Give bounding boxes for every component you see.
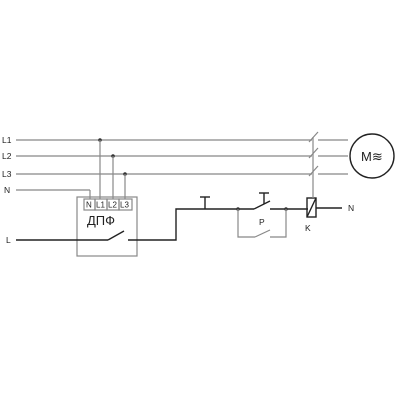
label-l1: L1 xyxy=(2,135,12,145)
motor-circle xyxy=(349,133,395,179)
terminal-box-l3 xyxy=(118,198,133,211)
aux-contact xyxy=(254,229,271,238)
motor: M≋ xyxy=(349,133,395,179)
phase-lines xyxy=(16,139,348,191)
relay-taps xyxy=(89,138,127,199)
terminal-n: N xyxy=(86,201,92,210)
aux-branch-wire xyxy=(237,209,255,238)
main-contacts xyxy=(308,131,319,198)
phase-relay: N L1 L2 L3 ДПФ xyxy=(76,196,138,257)
terminal-l1: L1 xyxy=(96,201,105,210)
relay-out-wire xyxy=(128,208,196,241)
aux-contact-label: P xyxy=(259,217,265,227)
label-n-right: N xyxy=(348,203,354,213)
terminal-l3: L3 xyxy=(120,201,129,210)
control-circuit: P K N xyxy=(16,192,354,241)
motor-label: M≋ xyxy=(361,149,383,164)
phase-relay-name: ДПФ xyxy=(87,213,115,228)
terminal-l2: L2 xyxy=(108,201,117,210)
label-n-left: N xyxy=(4,185,10,195)
phase-relay-body xyxy=(76,196,138,257)
label-l: L xyxy=(6,235,11,245)
start-button-contact xyxy=(253,200,271,210)
relay-contact xyxy=(107,230,125,241)
contactor-coil-mark xyxy=(306,197,317,218)
contactor-label: K xyxy=(305,223,311,233)
aux-branch-return xyxy=(270,209,287,238)
label-l2: L2 xyxy=(2,151,12,161)
label-l3: L3 xyxy=(2,169,12,179)
